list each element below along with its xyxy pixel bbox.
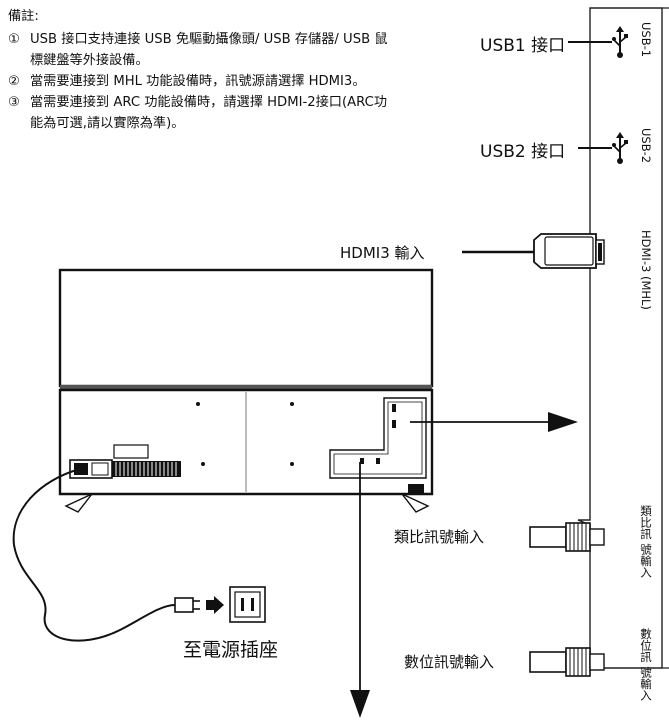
analog-input-label: 類比訊號輸入 xyxy=(394,528,485,546)
side-panel-outline xyxy=(577,7,663,669)
note-item-3: ③ 當需要連接到 ARC 功能設備時，請選擇 HDMI-2接口(ARC功能為可選… xyxy=(8,92,388,134)
notes-block: 備註: ① USB 接口支持連接 USB 免驅動攝像頭/ USB 存儲器/ US… xyxy=(8,6,388,134)
tv-back xyxy=(58,268,434,513)
usb2-label: USB2 接口 xyxy=(480,142,566,162)
digital-side-line-2: 號輸入 xyxy=(639,666,653,701)
note-item-2: ② 當需要連接到 MHL 功能設備時，訊號源請選擇 HDMI3。 xyxy=(8,71,388,92)
usb1-label: USB1 接口 xyxy=(480,36,566,56)
power-cord xyxy=(12,468,266,642)
notes-title: 備註: xyxy=(8,9,39,24)
note-number: ③ xyxy=(8,95,20,110)
digital-coax-connector xyxy=(529,647,605,677)
hdmi3-label: HDMI3 輸入 xyxy=(340,244,425,262)
power-outlet-label: 至電源插座 xyxy=(183,639,279,661)
note-text: USB 接口支持連接 USB 免驅動攝像頭/ USB 存儲器/ USB 鼠標鍵盤… xyxy=(30,32,388,68)
hdmi3-side-label: HDMI-3 (MHL) xyxy=(626,230,653,310)
note-text: 當需要連接到 MHL 功能設備時，訊號源請選擇 HDMI3。 xyxy=(30,74,366,89)
hdmi3-side-line-1: HDMI-3 xyxy=(639,230,653,273)
analog-coax-connector xyxy=(529,522,605,552)
analog-side-line-2: 號輸入 xyxy=(639,543,653,578)
usb-icon xyxy=(612,26,628,58)
usb-icon xyxy=(612,132,628,164)
arrow-down xyxy=(350,462,370,718)
analog-side-label: 類比訊 號輸入 xyxy=(620,505,653,578)
hdmi3-side-line-2: (MHL) xyxy=(639,275,653,310)
note-number: ② xyxy=(8,74,20,89)
note-text: 當需要連接到 ARC 功能設備時，請選擇 HDMI-2接口(ARC功能為可選,請… xyxy=(30,95,388,131)
usb2-side-label: USB-2 xyxy=(639,128,653,164)
analog-side-line-1: 類比訊 xyxy=(639,505,653,540)
usb1-side-label: USB-1 xyxy=(639,22,653,58)
digital-input-label: 數位訊號輸入 xyxy=(404,653,495,671)
note-item-1: ① USB 接口支持連接 USB 免驅動攝像頭/ USB 存儲器/ USB 鼠標… xyxy=(8,29,388,71)
digital-side-label: 數位訊 號輸入 xyxy=(620,628,653,701)
usb1-connector xyxy=(568,26,628,58)
hdmi-cable xyxy=(462,233,605,269)
note-number: ① xyxy=(8,32,20,47)
arrow-right xyxy=(410,412,578,432)
digital-side-line-1: 數位訊 xyxy=(639,628,653,663)
usb2-connector xyxy=(578,132,628,164)
right-arrow-icon xyxy=(206,596,224,614)
